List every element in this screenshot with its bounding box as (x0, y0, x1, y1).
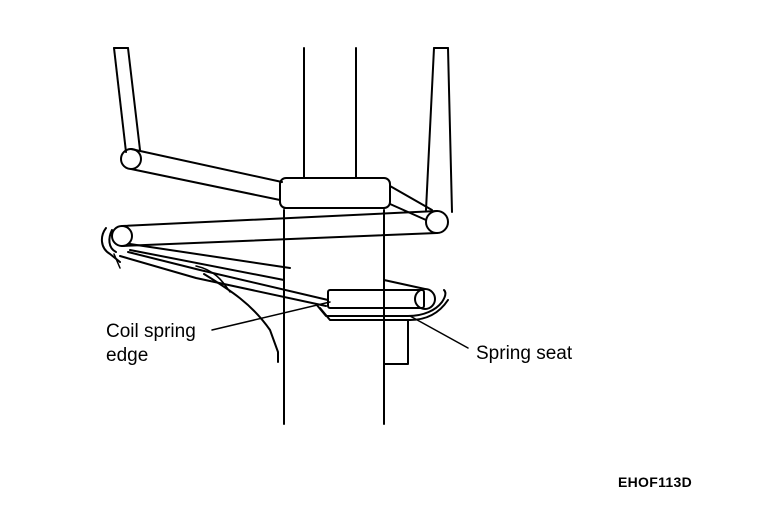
compressor-right-link (389, 185, 449, 234)
coil-spring-edge-label-line2: edge (106, 345, 149, 366)
coil-spring-edge-label: Coil spring edge (106, 320, 196, 368)
compressor-upper-bar (120, 148, 283, 201)
leader-line-coil-spring-edge (211, 301, 331, 331)
compressor-hub (279, 177, 391, 209)
coil-spring-edge (327, 279, 436, 310)
coil-spring-lower-turn (119, 251, 329, 307)
coil-spring-edge-label-line1: Coil spring (106, 321, 196, 342)
spring-seat-label: Spring seat (476, 343, 573, 364)
compressor-hook-left (100, 227, 121, 269)
figure-code: EHOF113D (618, 474, 692, 490)
spring-seat-flange-left (203, 273, 279, 363)
coil-spring-upper-turn (111, 210, 438, 281)
compressor-right-arm (425, 47, 453, 213)
strut-tube-upper (303, 47, 357, 179)
leader-line-spring-seat (409, 315, 469, 349)
spring-seat (315, 289, 449, 365)
compressor-left-arm (113, 47, 141, 153)
